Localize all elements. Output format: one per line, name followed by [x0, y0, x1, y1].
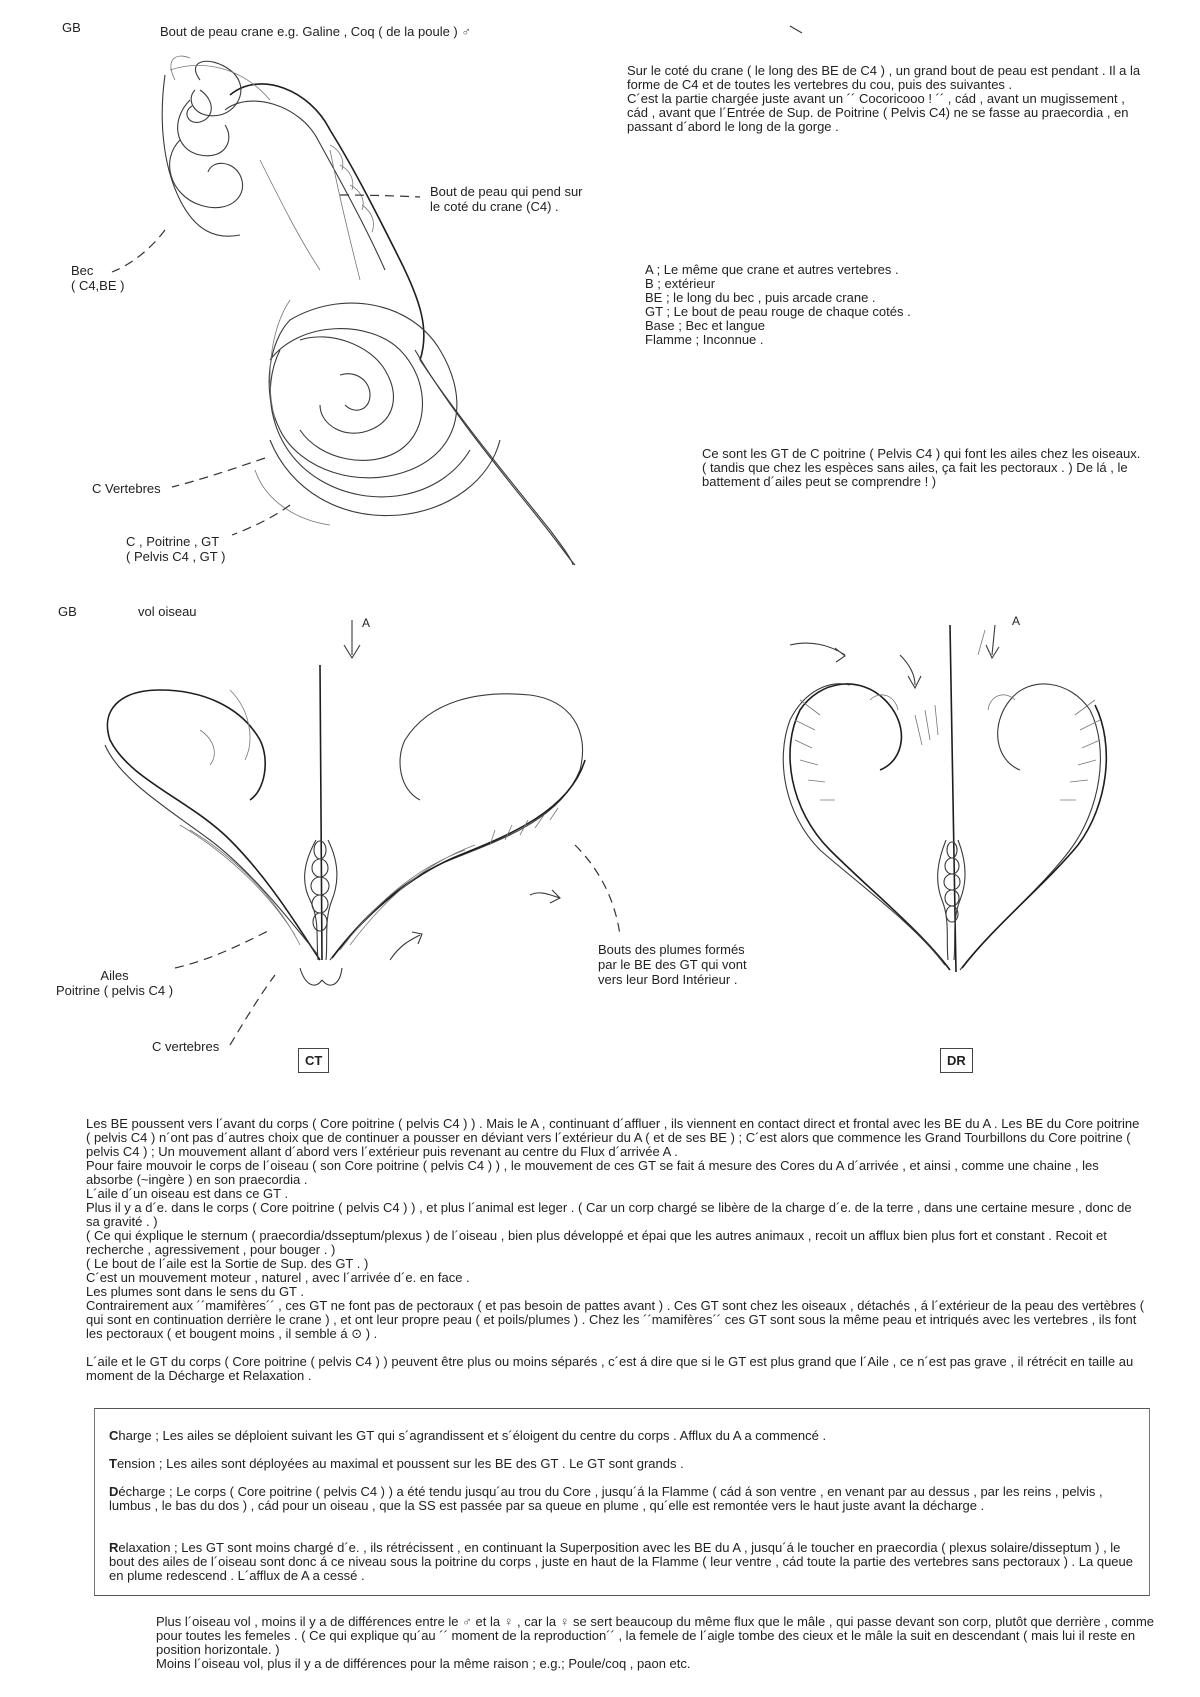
- section-tag: GB: [58, 604, 77, 619]
- closing-text-part: , car la: [513, 1614, 559, 1629]
- phase-initial: D: [109, 1484, 118, 1499]
- closing-text-part: Plus l´oiseau vol , moins il y a de diff…: [156, 1614, 462, 1629]
- label-c-vertebres: C Vertebres: [92, 481, 161, 496]
- female-symbol-icon: ♀: [560, 1615, 570, 1629]
- body-paragraph: Pour faire mouvoir le corps de l´oiseau …: [86, 1159, 1146, 1187]
- legend-list: A ; Le même que crane et autres vertebre…: [645, 263, 1065, 347]
- closing-paragraph: Moins l´oiseau vol, plus il y a de diffé…: [156, 1657, 1166, 1671]
- phase-text: ension ; Les ailes sont déployées au max…: [117, 1456, 684, 1471]
- body-text: Les BE poussent vers l´avant du corps ( …: [86, 1117, 1146, 1383]
- female-symbol-icon: ♀: [504, 1615, 514, 1629]
- section-title-text: Bout de peau crane e.g. Galine , Coq ( d…: [160, 24, 458, 39]
- phase-text: écharge ; Le corps ( Core poitrine ( pel…: [109, 1484, 1103, 1513]
- stray-mark: [790, 26, 802, 33]
- section-title: Bout de peau crane e.g. Galine , Coq ( d…: [160, 24, 471, 39]
- body-paragraph: Contrairement aux ´´mamifères´´ , ces GT…: [86, 1299, 1146, 1341]
- closing-text: Plus l´oiseau vol , moins il y a de diff…: [156, 1615, 1166, 1671]
- arrow-label-a: A: [362, 616, 370, 631]
- phase-relaxation: Relaxation ; Les GT sont moins chargé d´…: [109, 1541, 1139, 1583]
- ct-figure-tag: CT: [298, 1048, 329, 1073]
- gt-wings-note: Ce sont les GT de C poitrine ( Pelvis C4…: [702, 447, 1142, 489]
- phase-charge: Charge ; Les ailes se déploient suivant …: [109, 1429, 1139, 1443]
- phases-box: Charge ; Les ailes se déploient suivant …: [94, 1408, 1150, 1596]
- section-tag: GB: [62, 20, 81, 35]
- ct-flight-sketch: [105, 620, 620, 1045]
- arrow-label-a: A: [1012, 614, 1020, 629]
- body-paragraph: Les BE poussent vers l´avant du corps ( …: [86, 1117, 1146, 1159]
- rooster-skin-sketch: [112, 56, 575, 565]
- phase-tension: Tension ; Les ailes sont déployées au ma…: [109, 1457, 1139, 1471]
- phase-initial: T: [109, 1456, 117, 1471]
- phase-text: elaxation ; Les GT sont moins chargé d´e…: [109, 1540, 1133, 1583]
- body-paragraph: L´aile et le GT du corps ( Core poitrine…: [86, 1355, 1146, 1383]
- body-paragraph: C´est un mouvement moteur , naturel , av…: [86, 1271, 1146, 1285]
- body-paragraph: ( Ce qui éxplique le sternum ( praecordi…: [86, 1229, 1146, 1257]
- crane-description: Sur le coté du crane ( le long des BE de…: [627, 64, 1147, 134]
- dr-flight-sketch: [783, 625, 1106, 972]
- label-c-vertebres-2: C vertebres: [152, 1039, 219, 1054]
- phase-initial: R: [109, 1540, 118, 1555]
- dr-figure-tag: DR: [940, 1048, 973, 1073]
- body-paragraph: ( Le bout de l´aile est la Sortie de Sup…: [86, 1257, 1146, 1271]
- phase-decharge: Décharge ; Le corps ( Core poitrine ( pe…: [109, 1485, 1139, 1513]
- male-symbol-icon: ♂: [461, 24, 471, 39]
- label-bouts-plumes: Bouts des plumes formés par le BE des GT…: [598, 942, 747, 987]
- body-paragraph: Plus il y a d´e. dans le corps ( Core po…: [86, 1201, 1146, 1229]
- label-ailes: Ailes Poitrine ( pelvis C4 ): [56, 968, 173, 998]
- phase-initial: C: [109, 1428, 118, 1443]
- closing-text-part: et la: [472, 1614, 504, 1629]
- label-c-poitrine: C , Poitrine , GT ( Pelvis C4 , GT ): [126, 534, 225, 564]
- body-paragraph: L´aile d´un oiseau est dans ce GT .: [86, 1187, 1146, 1201]
- label-bout-de-peau: Bout de peau qui pend sur le coté du cra…: [430, 184, 583, 214]
- body-paragraph: Les plumes sont dans le sens du GT .: [86, 1285, 1146, 1299]
- section-title: vol oiseau: [138, 604, 197, 619]
- closing-paragraph: Plus l´oiseau vol , moins il y a de diff…: [156, 1615, 1166, 1657]
- male-symbol-icon: ♂: [462, 1615, 472, 1629]
- phase-text: harge ; Les ailes se déploient suivant l…: [118, 1428, 826, 1443]
- label-bec: Bec ( C4,BE ): [71, 263, 124, 293]
